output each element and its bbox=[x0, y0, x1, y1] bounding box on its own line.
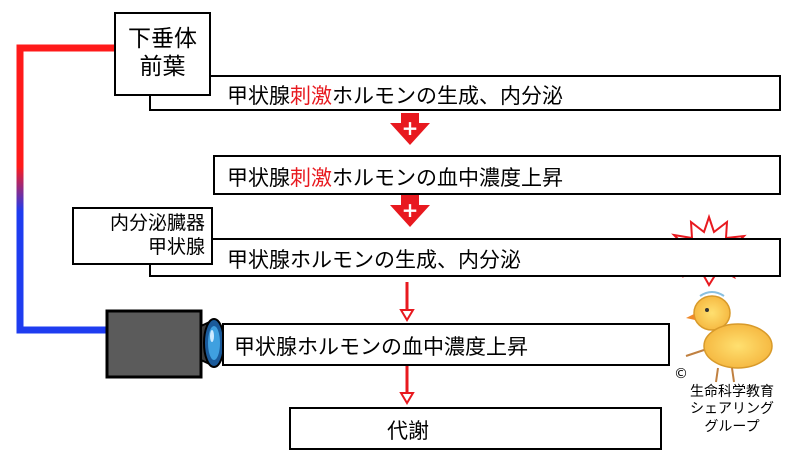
stimulate-arrow-1: + bbox=[390, 113, 430, 145]
step-metabolism: 代謝 bbox=[289, 407, 662, 450]
sensor-camera bbox=[105, 309, 225, 379]
thyroid-organ-box: 内分泌臓器 甲状腺 bbox=[72, 207, 213, 265]
step-tsh-secretion: 甲状腺刺激ホルモンの生成、内分泌 bbox=[149, 75, 781, 111]
svg-text:+: + bbox=[402, 116, 419, 140]
thin-arrow-1 bbox=[399, 282, 415, 322]
step-tsh-blood-level: 甲状腺刺激ホルモンの血中濃度上昇 bbox=[213, 155, 781, 195]
credit-text: © 生命科学教育 シェアリング グループ bbox=[674, 366, 774, 435]
pituitary-box: 下垂体 前葉 bbox=[114, 12, 211, 96]
svg-text:+: + bbox=[402, 198, 419, 222]
step-th-blood-level: 甲状腺ホルモンの血中濃度上昇 bbox=[222, 323, 670, 366]
feedback-line bbox=[16, 44, 114, 334]
stimulate-arrow-2: + bbox=[390, 195, 430, 227]
thin-arrow-2 bbox=[399, 366, 415, 405]
step-th-secretion: 甲状腺ホルモンの生成、内分泌 bbox=[149, 238, 781, 277]
chick-illustration bbox=[685, 291, 773, 383]
